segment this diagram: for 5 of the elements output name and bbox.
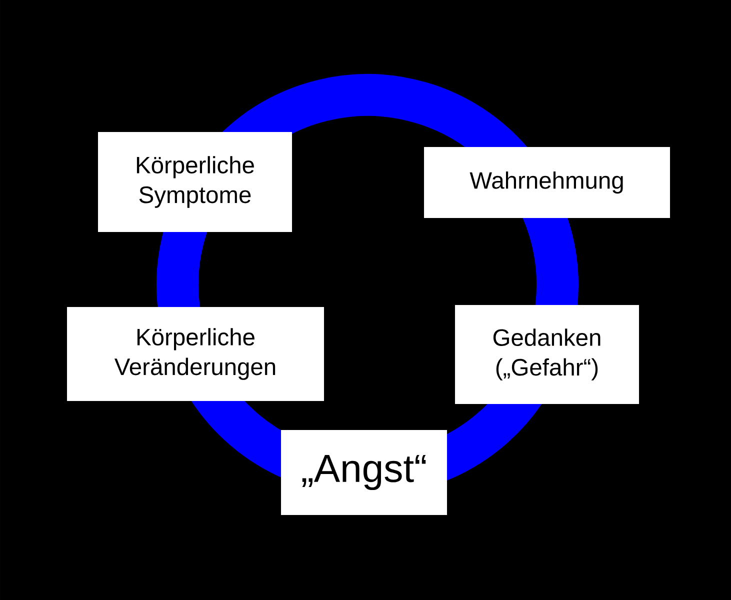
text-box: Gedanken („Gefahr“) <box>455 305 640 404</box>
text-box: Körperliche Veränderungen <box>67 307 324 401</box>
text-box: Wahrnehmung <box>424 147 670 218</box>
text-box: „Angst“ <box>281 430 447 515</box>
text-box: Körperliche Symptome <box>98 132 292 232</box>
